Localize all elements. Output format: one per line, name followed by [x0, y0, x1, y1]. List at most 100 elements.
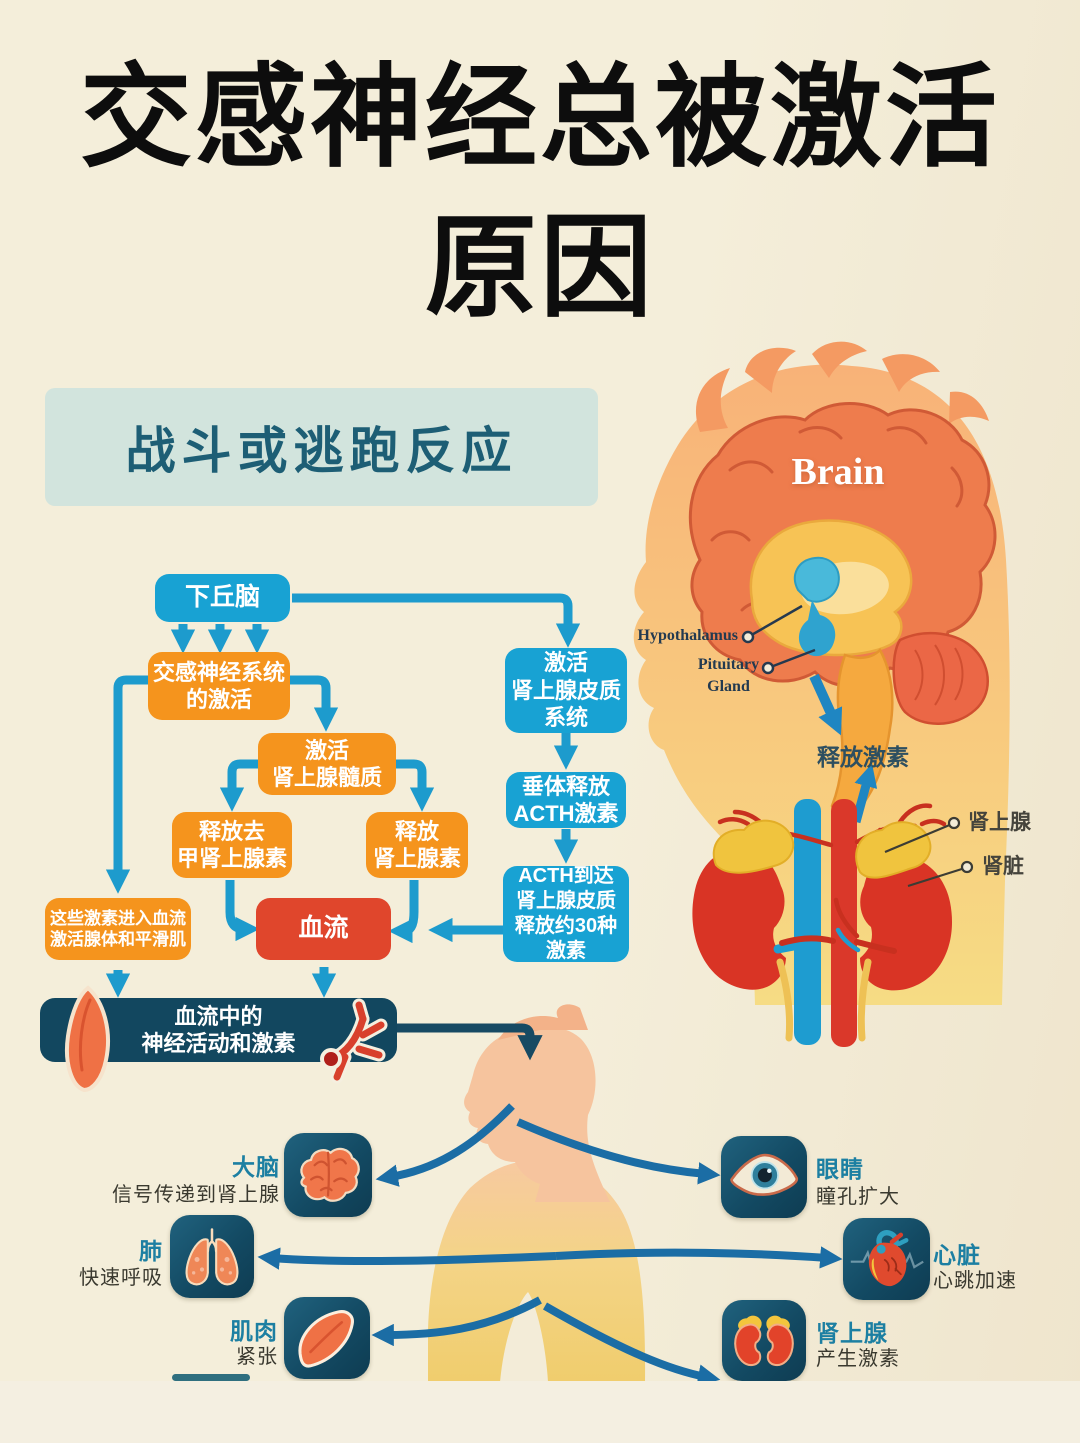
kidneys-illustration — [692, 799, 974, 1047]
release-hormones-label: 释放激素 — [817, 744, 909, 770]
organ-tile-muscle — [284, 1297, 370, 1379]
renal-vein-left — [773, 941, 799, 954]
banner: 战斗或逃跑反应 — [45, 388, 598, 506]
adrenal-gland-label: 肾上腺 — [968, 811, 1031, 834]
flow-text: 肾上腺素 — [372, 846, 461, 871]
pituitary-pointer-dot — [761, 661, 775, 675]
muscle-icon — [65, 985, 110, 1092]
organ-muscle-name: 肌肉 — [230, 1318, 278, 1344]
flow-text: 肾上腺髓质 — [271, 765, 382, 790]
flow-text: 下丘脑 — [184, 583, 260, 612]
flow-text: 交感神经系统 — [152, 659, 285, 685]
brain-word-label: Brain — [791, 451, 885, 493]
flow-text: 甲肾上腺素 — [176, 846, 287, 871]
organ-lungs-effect: 快速呼吸 — [79, 1267, 163, 1289]
organ-heart-name: 心脏 — [933, 1242, 981, 1268]
organ-eyes-effect: 瞳孔扩大 — [816, 1186, 900, 1208]
flow-text: 血流中的 — [174, 1003, 263, 1029]
flow-text: 神经活动和激素 — [141, 1031, 296, 1056]
bar-to-body-arrow — [397, 1023, 543, 1061]
left-adrenal-gland — [712, 819, 795, 874]
flow-box-bloodstream: 血流 — [256, 898, 391, 960]
page-title-line2: 原因 — [425, 205, 655, 330]
heart-icon — [850, 1230, 924, 1287]
flow-text: 肾上腺皮质 — [510, 677, 621, 703]
organ-heart-effect: 心跳加速 — [933, 1270, 1017, 1292]
organ-tile-lungs — [170, 1215, 254, 1298]
bottom-band — [0, 1381, 1080, 1443]
renal-artery-right — [854, 939, 897, 954]
pituitary-label-line1: Pituitary — [697, 656, 760, 673]
flow-box-enter-bloodstream: 这些激素进入血流 激活腺体和平滑肌 — [45, 898, 191, 960]
cerebellum-folds — [914, 644, 964, 706]
organ-adrenal-name: 肾上腺 — [816, 1320, 888, 1346]
kidney-pointer-dot — [960, 860, 974, 874]
flow-text: 系统 — [543, 705, 588, 731]
flow-box-noradrenaline: 释放去 甲肾上腺素 — [172, 812, 292, 878]
cropped-edge-dash — [172, 1374, 250, 1381]
flow-box-cortex-system: 激活 肾上腺皮质 系统 — [505, 648, 627, 733]
pituitary-release-arrow — [809, 673, 843, 736]
flow-text: 垂体释放 — [521, 773, 610, 799]
page-title-line1: 交感神经总被激活 — [80, 55, 1000, 180]
blood-vessel-icon — [320, 998, 388, 1084]
body-head — [464, 1027, 610, 1202]
kidney-label: 肾脏 — [982, 855, 1024, 878]
vena-cava — [794, 799, 821, 1045]
brain-organ-icon — [300, 1147, 360, 1202]
organ-brain-effect: 信号传递到肾上腺 — [112, 1184, 280, 1206]
hypothalamus-shape — [793, 556, 840, 603]
flow-text: 这些激素进入血流 — [50, 908, 186, 928]
body-organ-arrows — [257, 1103, 843, 1387]
flow-text: 激素 — [546, 940, 586, 962]
flow-text: 激活腺体和平滑肌 — [50, 930, 186, 949]
organ-eyes-name: 眼睛 — [816, 1156, 864, 1182]
hypothalamus-pointer-dot — [741, 630, 755, 644]
organ-tile-eyes — [721, 1136, 807, 1218]
organ-adrenal-effect: 产生激素 — [816, 1348, 900, 1370]
organ-tile-adrenal — [722, 1300, 806, 1381]
banner-title: 战斗或逃跑反应 — [125, 423, 518, 479]
kidney-label-lines — [884, 822, 966, 888]
organ-brain-name: 大脑 — [232, 1154, 280, 1180]
ureters — [776, 958, 872, 1042]
pituitary-label-line2: Gland — [707, 678, 750, 696]
renal-artery-left — [779, 935, 836, 946]
flow-text: 激活 — [304, 737, 349, 763]
organ-muscle-effect: 紧张 — [236, 1346, 278, 1368]
flow-box-adrenaline: 释放 肾上腺素 — [366, 812, 468, 878]
organ-tile-heart — [843, 1218, 930, 1300]
adrenal-pointer-dot — [947, 816, 961, 830]
leg-gap — [500, 1292, 548, 1382]
pituitary-label: Pituitary Gland — [666, 654, 791, 699]
flow-box-pituitary-acth: 垂体释放 ACTH激素 — [506, 772, 626, 828]
hypothalamus-label: Hypothalamus — [637, 627, 738, 644]
left-kidney — [692, 849, 786, 990]
flow-text: 释放去 — [198, 818, 265, 844]
flow-text: 肾上腺皮质 — [516, 890, 616, 912]
flow-text: ACTH到达 — [518, 865, 614, 887]
flow-text: ACTH激素 — [513, 801, 619, 826]
brain-label-lines — [747, 604, 816, 670]
flow-box-sns-activation: 交感神经系统 的激活 — [148, 652, 290, 720]
muscle-organ-icon — [298, 1310, 354, 1368]
adrenal-kidneys-icon — [734, 1315, 794, 1366]
flow-box-medulla: 激活 肾上腺髓质 — [258, 733, 396, 795]
flow-text: 激活 — [543, 650, 588, 676]
right-kidney — [860, 856, 953, 991]
kidney-release-arrow — [851, 763, 878, 824]
hair-tufts — [695, 341, 989, 432]
flow-box-acth-cortex: ACTH到达 肾上腺皮质 释放约30种 激素 — [503, 865, 629, 962]
flow-text: 释放约30种 — [514, 915, 618, 937]
flow-text: 释放 — [394, 818, 439, 844]
flow-box-hypothalamus: 下丘脑 — [155, 574, 290, 622]
flow-text: 血流 — [298, 914, 349, 943]
flow-text: 的激活 — [185, 687, 252, 712]
pituitary-shape — [798, 600, 836, 657]
organ-lungs-name: 肺 — [139, 1238, 163, 1264]
lungs-icon — [185, 1227, 239, 1285]
cerebellum — [892, 631, 989, 725]
eye-icon — [730, 1153, 799, 1196]
